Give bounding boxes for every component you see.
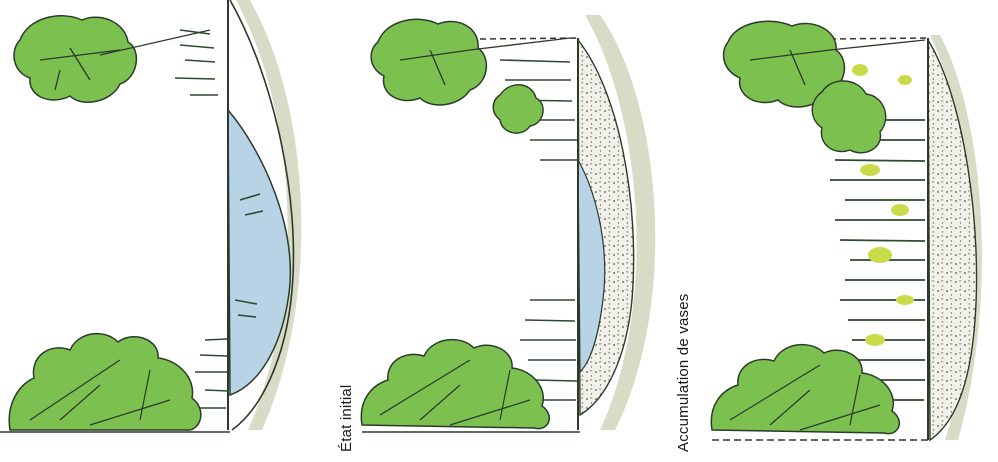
shrub [361,340,549,429]
small-shrub [493,85,543,133]
panel-2 [361,15,655,432]
panel-label-initial-state: État initial [338,385,355,452]
panel-1 [0,0,301,432]
shrub [711,345,899,434]
panel-label-sediment-accumulation: Accumulation de vases [675,294,692,452]
tree-canopy [14,16,136,102]
tree-canopy-2 [812,81,885,153]
panel-3 [711,21,982,440]
tree-canopy [371,19,486,105]
shrub [9,334,201,431]
